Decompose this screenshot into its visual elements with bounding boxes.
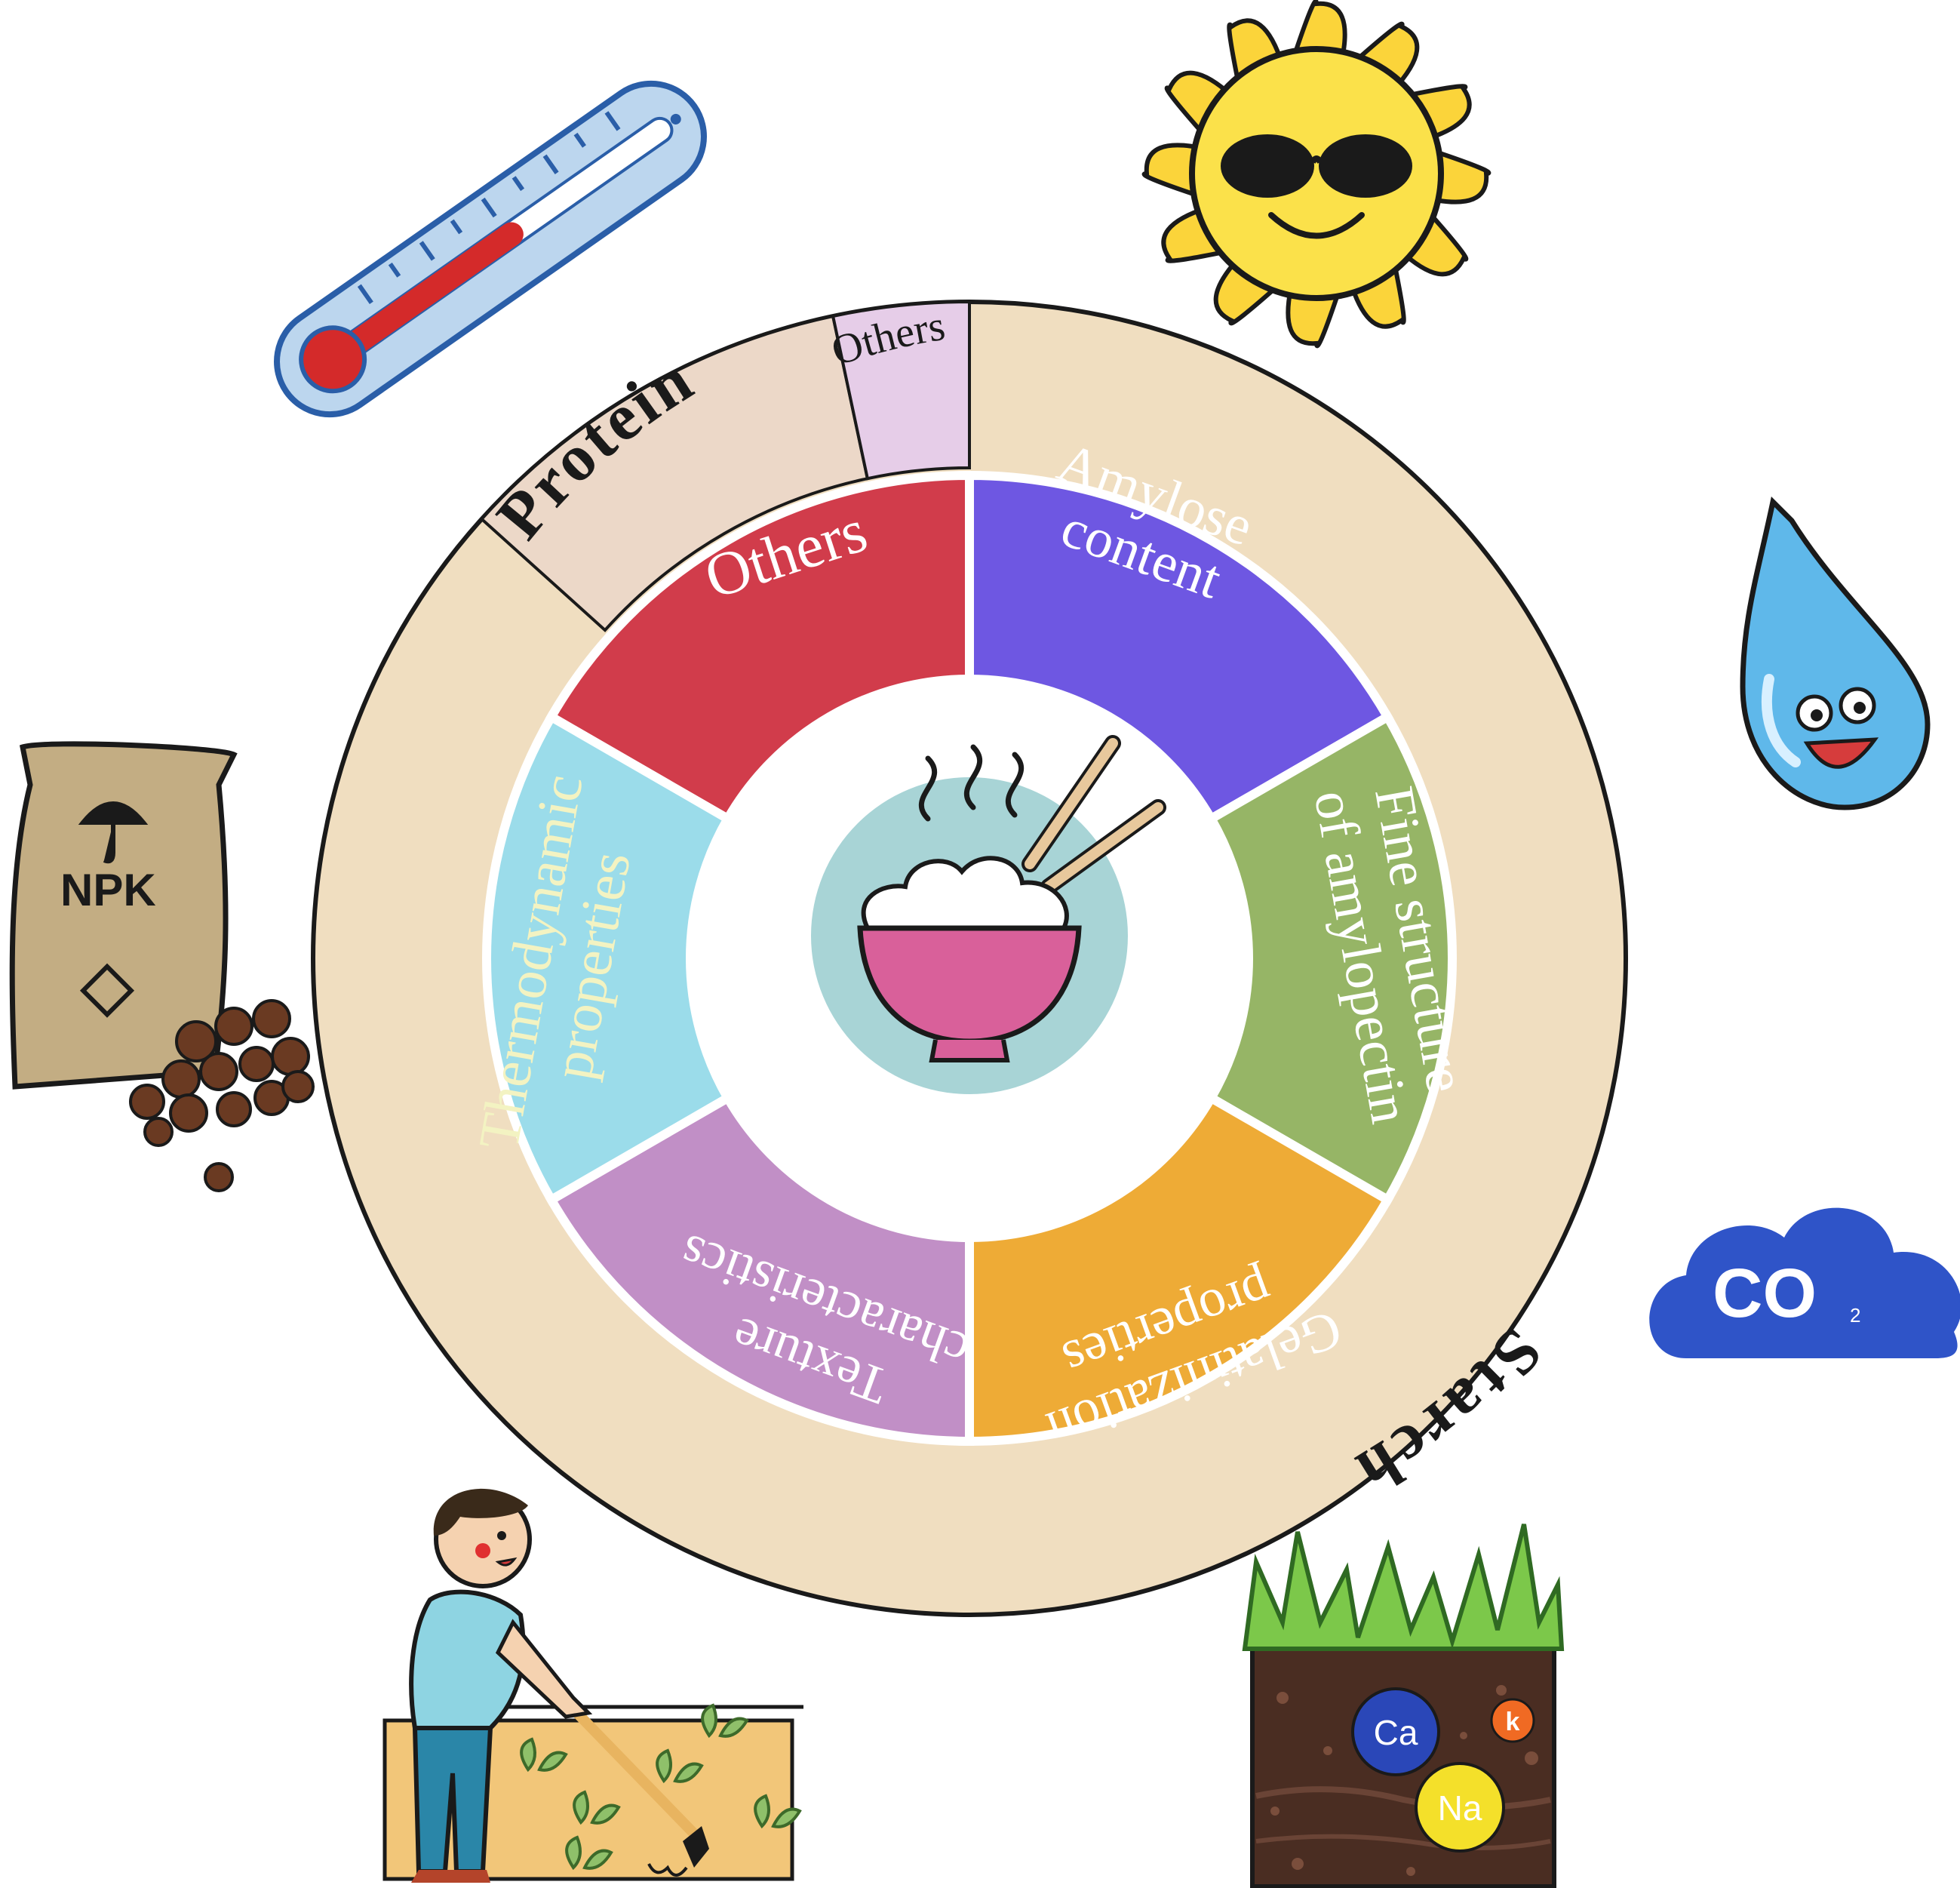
wheel-segments [482,470,1458,1447]
others-band [831,300,971,481]
rice-heap [861,856,1069,930]
bowl-foot [929,1039,1010,1062]
umbrella-icon [78,801,149,864]
thermometer-ticks [357,111,621,305]
co2-cloud-icon: CO 2 [1649,1207,1960,1358]
co2-label: CO [1713,1255,1817,1332]
ion-na-circle [1415,1762,1505,1853]
farmer-hoeing-icon [382,1488,803,1883]
fertilizer-pellets [129,999,315,1192]
ion-ca-label: Ca [1374,1713,1418,1752]
ion-na-label: Na [1438,1788,1482,1828]
chopstick-1 [1025,738,1118,869]
ion-ca-circle [1351,1687,1440,1776]
soil-specks [1270,1685,1538,1876]
steam-lines [918,744,1025,822]
co2-subscript: 2 [1850,1304,1860,1327]
ion-k-label: k [1506,1708,1520,1736]
seedlings [520,1703,802,1871]
water-drop-icon [1740,496,1931,810]
soil-ions-icon: Ca k Na [1242,1524,1565,1888]
quality-wheel: Protein Others Starch Others Amylose con… [311,300,1628,1617]
fertilizer-bag [9,741,238,1090]
thermometer-icon [274,80,707,418]
sun-with-sunglasses-icon [1141,0,1492,349]
bag-symbol [79,963,135,1018]
chopstick-2 [1043,802,1163,892]
rice-bowl-icon [811,735,1166,1094]
npk-label: NPK [60,865,156,915]
farmer-shirt [409,1589,526,1730]
npk-fertilizer-icon: NPK [9,741,315,1192]
cloud-shape [1649,1207,1960,1358]
grass [1242,1524,1565,1651]
ion-k-circle [1490,1698,1535,1743]
